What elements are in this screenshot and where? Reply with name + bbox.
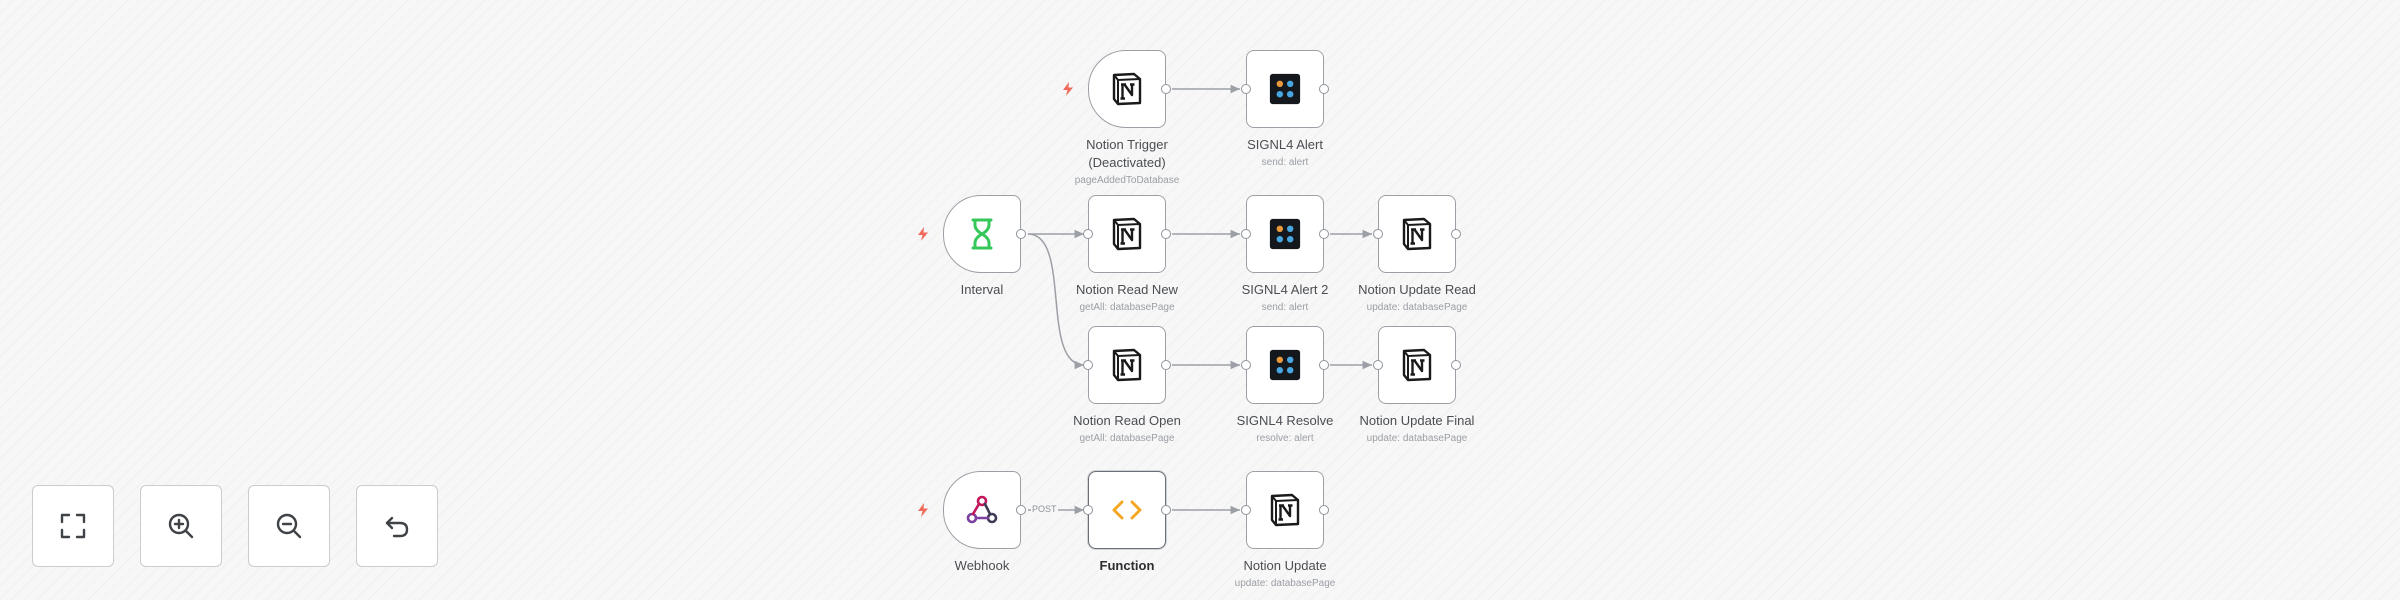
notion-icon bbox=[1267, 492, 1303, 528]
node-notion-read-new[interactable]: Notion Read New getAll: databasePage bbox=[1076, 195, 1178, 313]
output-handle[interactable] bbox=[1451, 229, 1461, 239]
output-handle[interactable] bbox=[1161, 84, 1171, 94]
node-webhook[interactable]: Webhook bbox=[943, 471, 1026, 573]
notion-icon bbox=[1109, 71, 1145, 107]
node-name: Notion Trigger (Deactivated) bbox=[1086, 137, 1168, 170]
node-name: Notion Update Read bbox=[1358, 282, 1476, 297]
edge-label-post: POST bbox=[1031, 504, 1058, 515]
notion-icon bbox=[1109, 216, 1145, 252]
node-subtitle: send: alert bbox=[1261, 157, 1309, 168]
input-handle[interactable] bbox=[1083, 229, 1093, 239]
node-label: Interval bbox=[907, 281, 1057, 299]
zoom-out-button[interactable] bbox=[248, 485, 330, 567]
node-label: Notion Update Read update: databasePage bbox=[1342, 281, 1492, 315]
node-subtitle: pageAddedToDatabase bbox=[1074, 175, 1180, 186]
input-handle[interactable] bbox=[1083, 505, 1093, 515]
node-notion-trigger[interactable]: Notion Trigger (Deactivated) pageAddedTo… bbox=[1088, 50, 1179, 186]
node-subtitle: update: databasePage bbox=[1366, 302, 1468, 313]
output-handle[interactable] bbox=[1319, 505, 1329, 515]
trigger-bolt-icon bbox=[1062, 82, 1074, 96]
node-name: SIGNL4 Alert bbox=[1247, 137, 1323, 152]
node-signl4-resolve[interactable]: SIGNL4 Resolve resolve: alert bbox=[1237, 326, 1333, 444]
node-notion-update-final[interactable]: Notion Update Final update: databasePage bbox=[1360, 326, 1474, 444]
connection-interval-to-notion-read-open[interactable] bbox=[1027, 233, 1085, 370]
trigger-bolt-icon bbox=[917, 503, 929, 517]
output-handle[interactable] bbox=[1016, 505, 1026, 515]
node-name: Interval bbox=[960, 282, 1004, 297]
trigger-bolt-icon bbox=[917, 227, 929, 241]
input-handle[interactable] bbox=[1241, 505, 1251, 515]
code-icon bbox=[1109, 492, 1145, 528]
node-label: Notion Read Open getAll: databasePage bbox=[1052, 412, 1202, 446]
notion-icon bbox=[1399, 347, 1435, 383]
node-label: Notion Update Final update: databasePage bbox=[1342, 412, 1492, 446]
output-handle[interactable] bbox=[1319, 360, 1329, 370]
zoom-in-button[interactable] bbox=[140, 485, 222, 567]
node-name: Notion Update Final bbox=[1359, 413, 1475, 428]
node-name: SIGNL4 Resolve bbox=[1236, 413, 1334, 428]
node-label: SIGNL4 Alert send: alert bbox=[1210, 136, 1360, 170]
node-interval[interactable]: Interval bbox=[943, 195, 1026, 297]
node-label: Notion Update update: databasePage bbox=[1210, 557, 1360, 591]
node-notion-update-read[interactable]: Notion Update Read update: databasePage bbox=[1358, 195, 1476, 313]
hourglass-icon bbox=[964, 216, 1000, 252]
output-handle[interactable] bbox=[1016, 229, 1026, 239]
input-handle[interactable] bbox=[1241, 360, 1251, 370]
zoom-out-icon bbox=[276, 513, 302, 539]
undo-icon bbox=[385, 516, 409, 538]
signl4-icon bbox=[1267, 347, 1303, 383]
signl4-icon bbox=[1267, 216, 1303, 252]
node-subtitle: update: databasePage bbox=[1366, 433, 1468, 444]
node-label: SIGNL4 Alert 2 send: alert bbox=[1210, 281, 1360, 315]
input-handle[interactable] bbox=[1241, 229, 1251, 239]
output-handle[interactable] bbox=[1161, 229, 1171, 239]
node-subtitle: send: alert bbox=[1261, 302, 1309, 313]
input-handle[interactable] bbox=[1241, 84, 1251, 94]
node-label: Notion Read New getAll: databasePage bbox=[1052, 281, 1202, 315]
webhook-icon bbox=[964, 492, 1000, 528]
node-notion-read-open[interactable]: Notion Read Open getAll: databasePage bbox=[1073, 326, 1181, 444]
node-signl4-alert-2[interactable]: SIGNL4 Alert 2 send: alert bbox=[1241, 195, 1329, 313]
output-handle[interactable] bbox=[1319, 84, 1329, 94]
canvas-controls bbox=[32, 485, 438, 567]
node-name: Notion Read New bbox=[1076, 282, 1178, 297]
node-subtitle: getAll: databasePage bbox=[1079, 433, 1175, 444]
output-handle[interactable] bbox=[1451, 360, 1461, 370]
node-name: SIGNL4 Alert 2 bbox=[1241, 282, 1329, 297]
notion-icon bbox=[1399, 216, 1435, 252]
output-handle[interactable] bbox=[1319, 229, 1329, 239]
zoom-in-icon bbox=[168, 513, 194, 539]
input-handle[interactable] bbox=[1083, 360, 1093, 370]
signl4-icon bbox=[1267, 71, 1303, 107]
node-label: Function bbox=[1052, 557, 1202, 575]
notion-icon bbox=[1109, 347, 1145, 383]
node-signl4-alert[interactable]: SIGNL4 Alert send: alert bbox=[1241, 50, 1329, 168]
node-label: Webhook bbox=[907, 557, 1057, 575]
input-handle[interactable] bbox=[1373, 229, 1383, 239]
node-label: Notion Trigger (Deactivated) pageAddedTo… bbox=[1052, 136, 1202, 188]
input-handle[interactable] bbox=[1373, 360, 1383, 370]
output-handle[interactable] bbox=[1161, 360, 1171, 370]
node-function[interactable]: Function bbox=[1083, 471, 1171, 573]
fit-view-icon bbox=[60, 513, 86, 539]
reset-zoom-button[interactable] bbox=[356, 485, 438, 567]
output-handle[interactable] bbox=[1161, 505, 1171, 515]
node-name: Notion Update bbox=[1243, 558, 1327, 573]
fit-view-button[interactable] bbox=[32, 485, 114, 567]
node-name: Notion Read Open bbox=[1073, 413, 1181, 428]
node-subtitle: update: databasePage bbox=[1234, 578, 1336, 589]
node-name: Function bbox=[1099, 558, 1155, 573]
node-subtitle: resolve: alert bbox=[1256, 433, 1314, 444]
node-name: Webhook bbox=[954, 558, 1010, 573]
node-label: SIGNL4 Resolve resolve: alert bbox=[1210, 412, 1360, 446]
node-notion-update[interactable]: Notion Update update: databasePage bbox=[1235, 471, 1335, 589]
node-subtitle: getAll: databasePage bbox=[1079, 302, 1175, 313]
